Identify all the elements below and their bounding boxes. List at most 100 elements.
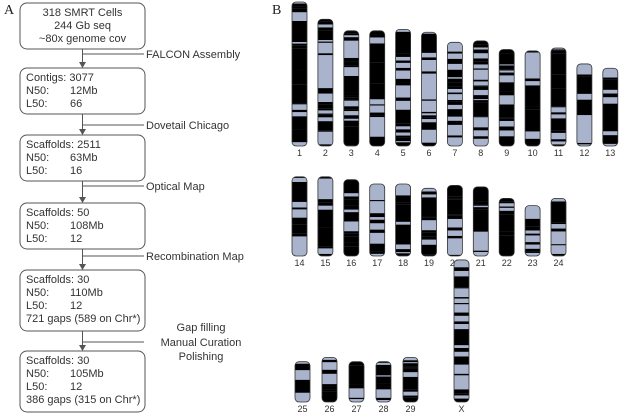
chromosome-outline	[375, 361, 392, 403]
chromosome-band	[499, 118, 515, 121]
chromosome-band	[447, 109, 463, 117]
chromosome-band	[551, 130, 566, 133]
chromosome-outline	[472, 186, 489, 257]
chromosome-outline	[369, 183, 386, 257]
chromosome-band	[551, 112, 566, 115]
chromosome-band	[343, 95, 359, 98]
chromosome-band	[395, 249, 411, 253]
pipeline-box-line-label: Contigs: 3077	[26, 72, 94, 84]
chromosome-outline	[421, 187, 437, 257]
chromosome-band	[525, 248, 541, 252]
panel-b-letter: B	[272, 3, 281, 18]
chromosome-band	[317, 199, 333, 203]
chromosome-band	[421, 244, 437, 255]
chromosome-band	[349, 397, 364, 400]
chromosome-band	[421, 99, 437, 101]
chromosome-5: 5	[395, 28, 412, 158]
chromosome-band	[343, 65, 359, 68]
chromosome-band	[454, 287, 469, 289]
chromosome-band	[403, 363, 418, 367]
chromosome-band	[343, 199, 359, 206]
chromosome-band	[447, 101, 463, 105]
chromosome-band	[421, 122, 437, 130]
chromosome-band	[473, 201, 489, 205]
chromosome-band	[292, 217, 307, 225]
chromosome-band	[454, 329, 469, 346]
pipeline-arrow-head	[79, 62, 86, 68]
chromosome-band	[317, 104, 333, 109]
pipeline-step-2: Dovetail Chicago	[79, 114, 229, 135]
chromosome-label: 12	[579, 148, 589, 158]
chromosome-band	[525, 109, 541, 132]
chromosome-band	[343, 179, 359, 194]
chromosome-label: 16	[346, 258, 356, 268]
pipeline-box-line-value: 110Mb	[70, 287, 103, 299]
chromosome-band	[317, 30, 333, 41]
chromosome-band	[447, 199, 463, 215]
chromosome-band	[473, 68, 489, 70]
chromosome-band	[602, 113, 618, 132]
chromosome-band	[454, 297, 469, 299]
pipeline-box-line-label: Scaffolds: 30	[26, 355, 89, 367]
chromosome-band	[454, 373, 469, 376]
pipeline-arrow-head	[79, 345, 86, 351]
chromosome-band	[421, 236, 437, 239]
chromosome-band	[473, 211, 489, 232]
chromosome-band	[447, 86, 463, 89]
chromosome-band	[369, 229, 385, 233]
chromosome-band	[403, 367, 418, 369]
chromosome-band	[343, 205, 359, 210]
chromosome-band	[292, 233, 307, 237]
chromosome-21: 21	[472, 186, 489, 268]
chromosome-band	[292, 207, 307, 210]
chromosome-band	[292, 84, 307, 104]
chromosome-outline	[291, 1, 308, 147]
chromosome-band	[376, 388, 391, 390]
chromosome-band	[292, 109, 307, 113]
chromosome-band	[525, 138, 541, 143]
chromosome-band	[454, 398, 469, 402]
chromosome-label: 17	[372, 258, 382, 268]
chromosome-band	[525, 218, 541, 227]
chromosome-band	[454, 303, 469, 305]
chromosome-band	[317, 114, 333, 118]
chromosome-band	[525, 142, 541, 145]
chromosome-band	[551, 244, 566, 246]
chromosome-band	[292, 8, 307, 13]
pipeline-box-line-label: N50:	[26, 368, 49, 380]
chromosome-14: 14	[291, 176, 308, 268]
chromosome-band	[317, 91, 333, 94]
chromosome-band	[317, 113, 333, 115]
chromosome-band	[421, 117, 437, 120]
pipeline-box-line-value: 12	[70, 300, 82, 312]
chromosome-band	[395, 253, 411, 256]
chromosome-band	[292, 3, 307, 7]
chromosome-X: X	[453, 259, 470, 414]
chromosome-band	[602, 135, 618, 144]
chromosome-band	[369, 115, 385, 118]
chromosome-band	[499, 210, 515, 215]
chromosome-band	[525, 50, 541, 53]
chromosome-band	[369, 213, 385, 218]
chromosome-outline	[472, 40, 489, 147]
chromosome-band	[576, 76, 592, 94]
chromosome-band	[454, 321, 469, 325]
chromosome-band	[454, 389, 469, 394]
chromosome-band	[421, 33, 437, 53]
chromosome-outline	[524, 205, 541, 257]
chromosome-band	[322, 389, 337, 392]
chromosome-band	[473, 58, 489, 62]
chromosome-band	[322, 386, 337, 390]
chromosome-10: 10	[524, 50, 541, 158]
chromosome-band	[447, 82, 463, 87]
chromosome-label: 28	[378, 404, 388, 414]
chromosome-band	[292, 45, 307, 49]
chromosome-band	[292, 224, 307, 234]
chromosome-outline	[421, 31, 437, 147]
chromosome-band	[343, 75, 359, 93]
chromosome-band	[473, 102, 489, 117]
